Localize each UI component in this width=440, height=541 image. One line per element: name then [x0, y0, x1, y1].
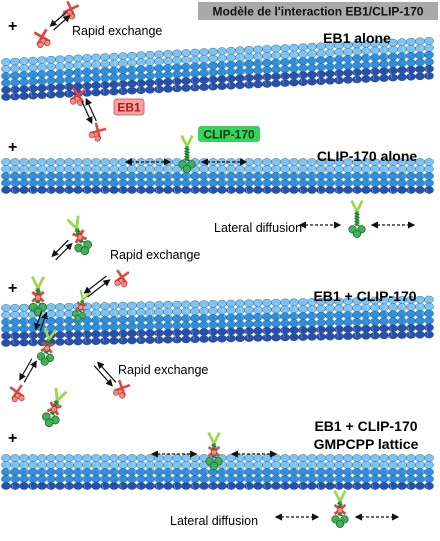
clip170-tag-box: [198, 126, 260, 142]
plus-end-sign-2: +: [8, 139, 17, 156]
microtubule-2: [1, 158, 434, 197]
arrow-layer: [19, 11, 416, 521]
clip170-eb1-complex-p3c: [42, 387, 68, 428]
clip170-eb1-small-p3: [71, 290, 91, 322]
eb1-dimer-p1c: [69, 86, 87, 106]
exchange-arrow-p3a-backward: [51, 239, 69, 258]
exchange-arrow-p3d-forward: [23, 360, 37, 383]
panel-title-eb1-clip170-gmpcpp-line1: EB1 + CLIP-170: [314, 418, 417, 434]
panel-title-eb1-clip170: EB1 + CLIP-170: [313, 288, 416, 304]
clip170-eb1-complex-p3b: [36, 327, 57, 366]
exchange-arrow-p3a-forward: [55, 242, 73, 261]
exchange-arrow-p3b-backward: [83, 275, 107, 294]
plus-end-sign-4: +: [8, 430, 17, 447]
eb1-dimer-p1b: [33, 28, 51, 49]
panel-title-clip170-alone: CLIP-170 alone: [317, 148, 418, 164]
header-box: [198, 2, 438, 20]
exchange-arrow-p3b-forward: [87, 279, 111, 298]
eb1-tag-label: EB1: [117, 101, 141, 115]
panel-title-eb1-alone: EB1 alone: [323, 30, 391, 46]
rapid-exchange-label-2: Rapid exchange: [110, 248, 200, 262]
eb1-dimer-p3c: [113, 379, 131, 399]
exchange-arrow-p1a-backward: [49, 11, 67, 27]
rapid-exchange-label-3: Rapid exchange: [118, 363, 208, 377]
eb1-dimer-p3a: [114, 269, 130, 288]
clip170-eb1-on-lattice-p4: [205, 431, 223, 470]
rapid-exchange-label-1: Rapid exchange: [72, 24, 162, 38]
panel-title-eb1-clip170-gmpcpp-line2: GMPCPP lattice: [314, 436, 419, 452]
eb1-dimer-p1d: [88, 122, 107, 142]
protein-layer: [9, 0, 366, 528]
exchange-arrow-p3d-backward: [19, 358, 33, 381]
clip170-eb1-on-lattice-p3: [28, 276, 48, 317]
clip170-diffusing-p2: [348, 199, 366, 238]
lateral-diffusion-label-2: Lateral diffusion: [170, 514, 258, 528]
exchange-arrow-p3e-backward: [97, 361, 117, 383]
clip170-eb1-complex-p3a: [66, 215, 92, 256]
clip170-tag-label: CLIP-170: [203, 128, 255, 142]
exchange-arrow-p3c-backward: [34, 311, 43, 331]
plus-end-sign-1: +: [8, 18, 17, 35]
exchange-arrow-p3c-forward: [39, 311, 48, 331]
exchange-arrow-p1a-forward: [53, 15, 71, 31]
eb1-dimer-p3b: [9, 384, 25, 403]
eb1-dimer-p1a: [62, 0, 80, 20]
lateral-diffusion-label-1: Lateral diffusion: [214, 221, 302, 235]
eb1-tag-box: [113, 98, 145, 116]
header-title: Modèle de l'interaction EB1/CLIP-170: [213, 5, 424, 19]
clip170-on-lattice-p2: [178, 134, 196, 173]
clip170-eb1-diffusing-p4: [331, 489, 349, 528]
exchange-arrow-p1b-backward: [85, 97, 97, 122]
exchange-arrow-p1b-forward: [81, 100, 93, 125]
microtubule-1: [1, 37, 434, 101]
plus-end-sign-3: +: [8, 280, 17, 297]
